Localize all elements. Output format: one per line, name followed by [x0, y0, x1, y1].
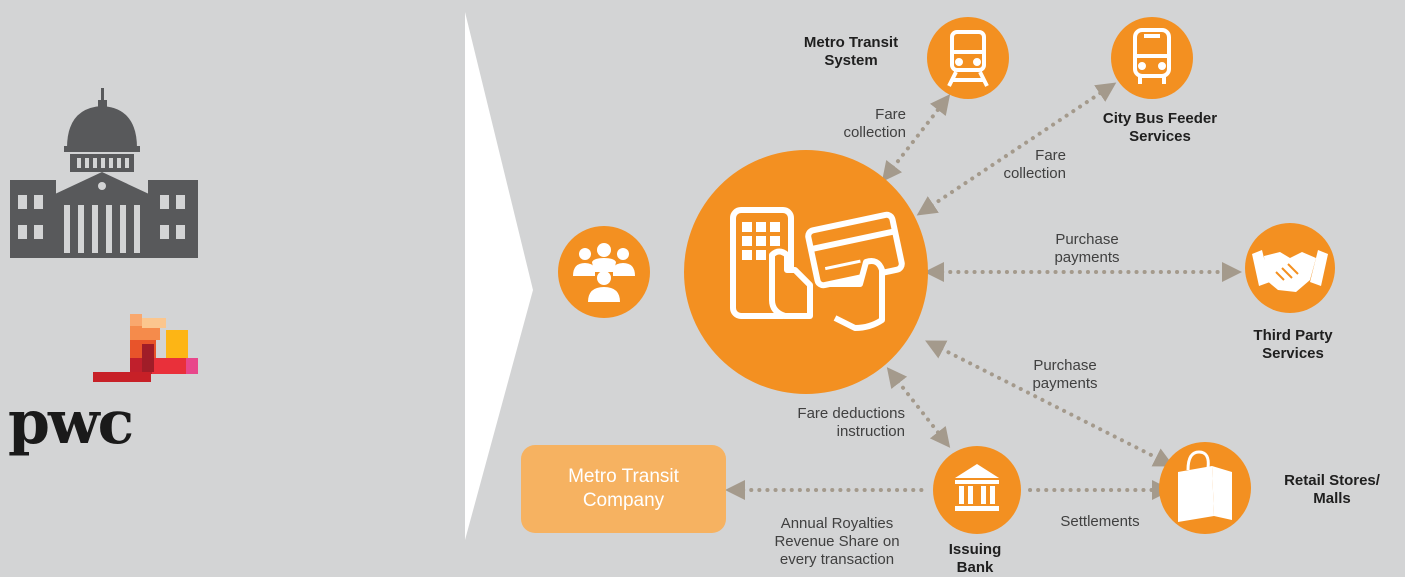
metro-transit-company-box[interactable]: Metro Transit Company [521, 445, 726, 533]
edge-label-purchase-third: Purchase payments [1054, 231, 1120, 266]
edge-label-fare-metro: Fare collection [843, 106, 906, 141]
panel-chevron [465, 12, 533, 540]
people-icon [573, 243, 635, 302]
edge-fare-deductions [886, 367, 951, 448]
retail-node[interactable] [1159, 442, 1251, 534]
edge-label-settlements: Settlements [1060, 513, 1140, 530]
handshake-icon [1252, 250, 1328, 292]
third-party-label: Third Party Services [1253, 327, 1333, 362]
edge-purchase-retail [925, 340, 1174, 467]
mobile-card-payment-icon [730, 207, 905, 331]
government-building-icon [10, 88, 198, 258]
bank-node[interactable] [933, 446, 1021, 534]
edge-label-royalties: Annual Royalties Revenue Share on every … [774, 515, 900, 568]
bank-icon [955, 464, 999, 511]
bank-label: Issuing Bank [948, 541, 1002, 576]
third-party-node[interactable] [1245, 223, 1335, 313]
pwc-logo-mark [93, 314, 198, 382]
bus-node[interactable] [1111, 17, 1193, 99]
train-icon [947, 30, 989, 87]
edges [725, 82, 1242, 500]
bus-icon [1133, 28, 1171, 84]
shopping-bag-icon [1178, 450, 1232, 522]
metro-label: Metro Transit System [803, 34, 899, 69]
metro-node[interactable] [927, 17, 1009, 99]
edge-fare-metro [881, 94, 951, 182]
payment-hub-node[interactable] [684, 150, 928, 394]
users-node[interactable] [558, 226, 650, 318]
edge-label-fare-deductions: Fare deductions instruction [797, 405, 905, 440]
edge-label-fare-bus: Fare collection [1003, 147, 1066, 182]
edge-label-purchase-retail: Purchase payments [1032, 357, 1098, 392]
retail-label: Retail Stores/ Malls [1284, 472, 1380, 507]
pwc-logo-text: pwc [8, 388, 134, 458]
bus-label: City Bus Feeder Services [1102, 110, 1218, 145]
